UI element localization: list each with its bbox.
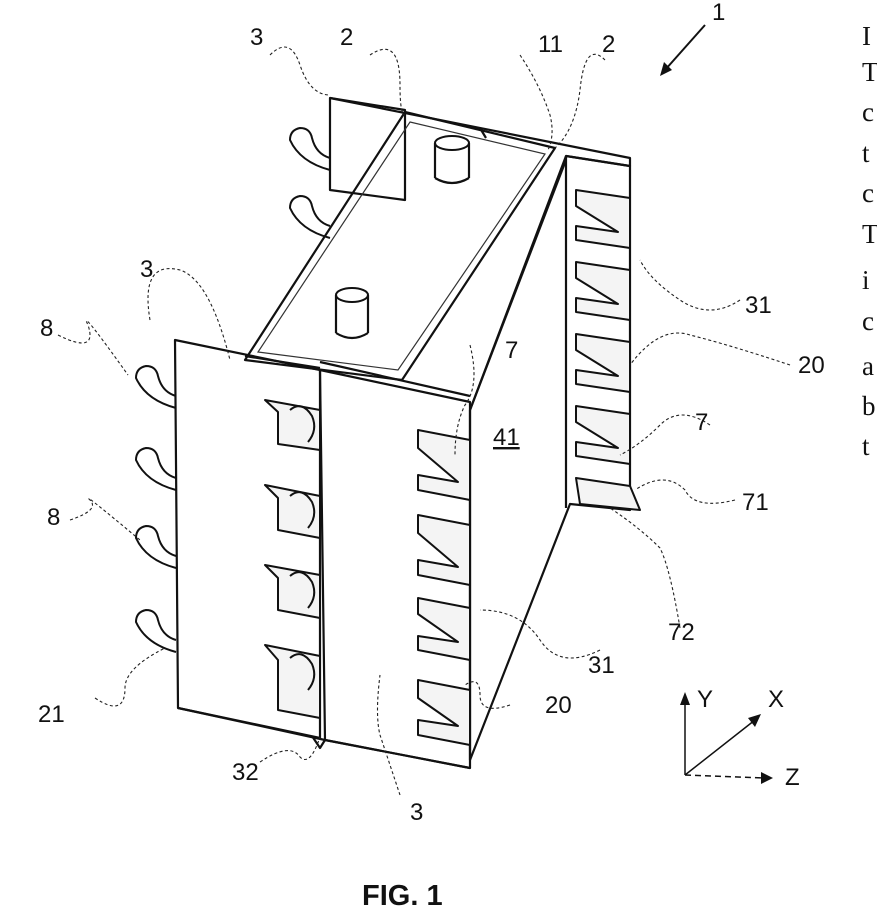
side-text-line-4: t <box>862 138 870 168</box>
side-text-line-6: T <box>862 219 877 249</box>
ref-72: 72 <box>668 619 695 646</box>
ref-31-front: 31 <box>588 652 615 679</box>
ref-21: 21 <box>38 701 65 728</box>
ref-31-right: 31 <box>745 292 772 319</box>
ref-41: 41 <box>493 424 520 451</box>
ref-8-lower: 8 <box>47 504 60 531</box>
side-text-line-9: a <box>862 351 874 381</box>
slot-column-front-right <box>418 430 470 745</box>
ref-2-right: 2 <box>602 31 615 58</box>
side-text-line-7: i <box>862 265 870 295</box>
axis-triad: Y X Z <box>680 686 800 791</box>
ref-7-right: 7 <box>695 409 708 436</box>
side-text-line-11: t <box>862 431 870 461</box>
ref-3-left: 3 <box>140 256 153 283</box>
ref-71: 71 <box>742 489 769 516</box>
side-text-line-1: I <box>862 21 871 51</box>
ref-20-front: 20 <box>545 692 572 719</box>
ref-3-bottom: 3 <box>410 799 423 826</box>
ref-11: 11 <box>538 31 563 58</box>
reference-1-arrow <box>660 25 705 76</box>
ref-2-left: 2 <box>340 24 353 51</box>
figure-caption: FIG. 1 <box>362 880 443 912</box>
side-text-line-5: c <box>862 178 874 208</box>
side-text-line-8: c <box>862 306 874 336</box>
side-text-fragments: I T c t c T i c a b t <box>862 21 877 461</box>
side-text-line-10: b <box>862 391 876 421</box>
axis-label-x: X <box>768 686 784 713</box>
slot-column-left <box>265 400 320 718</box>
axis-label-z: Z <box>785 764 800 791</box>
axis-label-y: Y <box>697 686 713 713</box>
side-text-line-3: c <box>862 97 874 127</box>
ref-1: 1 <box>712 0 725 26</box>
slot-column-right <box>576 190 640 510</box>
ref-32: 32 <box>232 759 259 786</box>
ref-3-top: 3 <box>250 24 263 51</box>
ref-8-upper: 8 <box>40 315 53 342</box>
side-text-line-2: T <box>862 57 877 87</box>
ref-20-right: 20 <box>798 352 825 379</box>
device-body <box>175 98 630 768</box>
ref-7-front: 7 <box>505 337 518 364</box>
